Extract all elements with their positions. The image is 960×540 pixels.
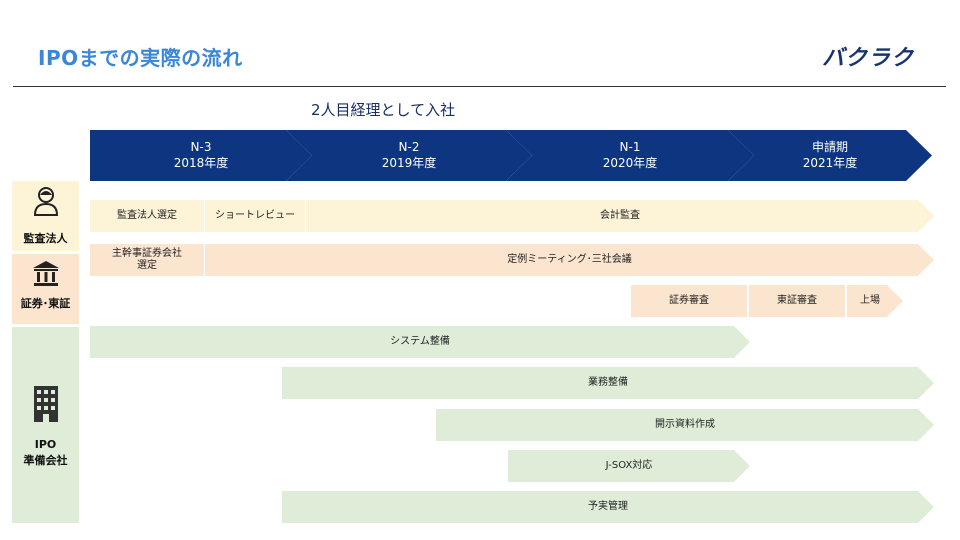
hire-note: 2人目経理として入社 (311, 101, 456, 119)
page-title: IPOまでの実際の流れ (38, 46, 243, 70)
bar-lead-underwriter-selection: 主幹事証券会社 選定 (90, 244, 204, 276)
phase-n3-label: N-3 (190, 140, 212, 154)
bar-jsox-label: J-SOX対応 (605, 460, 653, 471)
side-ipo: IPO 準備会社 (12, 327, 79, 523)
bar-jsox: J-SOX対応 (508, 450, 750, 482)
phase-n2-year: 2019年度 (381, 156, 437, 170)
bar-lead-underwriter-line1: 主幹事証券会社 (112, 248, 182, 259)
phase-n3: N-3 2018年度 (90, 130, 312, 181)
bar-tse-review: 東証審査 (749, 285, 845, 317)
bar-disclosure-docs-label: 開示資料作成 (655, 419, 715, 430)
side-ipo-label-2: 準備会社 (23, 454, 68, 467)
phase-n1-label: N-1 (619, 140, 641, 154)
phase-n2: N-2 2019年度 (286, 130, 532, 181)
bar-lead-underwriter-label: 主幹事証券会社 選定 (112, 248, 182, 272)
bar-budget-management-label: 予実管理 (588, 501, 628, 512)
side-securities-label: 証券･東証 (20, 297, 71, 310)
bar-listing-label: 上場 (860, 295, 880, 306)
phase-n3-year: 2018年度 (173, 156, 229, 170)
bar-accounting-audit-label: 会計監査 (600, 210, 640, 221)
phase-application: 申請期 2021年度 (728, 130, 932, 181)
bar-system-setup: システム整備 (90, 326, 750, 358)
side-ipo-label-1: IPO (34, 438, 57, 451)
bar-system-setup-label: システム整備 (390, 336, 450, 347)
side-audit: 監査法人 (12, 181, 79, 251)
bar-securities-review: 証券審査 (631, 285, 747, 317)
side-audit-label: 監査法人 (23, 232, 68, 245)
bank-icon (32, 261, 59, 286)
bar-listing: 上場 (847, 285, 903, 317)
phase-application-label: 申請期 (811, 140, 848, 154)
brand-logo: バクラク (822, 46, 915, 71)
phase-n2-label: N-2 (398, 140, 420, 154)
bar-disclosure-docs: 開示資料作成 (436, 409, 934, 441)
bar-short-review: ショートレビュー (205, 200, 305, 232)
bar-tse-review-label: 東証審査 (777, 295, 817, 306)
side-securities: 証券･東証 (12, 254, 79, 324)
building-icon (33, 386, 58, 422)
bar-audit-firm-selection: 監査法人選定 (90, 200, 204, 232)
bar-securities-review-label: 証券審査 (669, 295, 709, 306)
phase-n1: N-1 2020年度 (506, 130, 754, 181)
bar-audit-firm-selection-label: 監査法人選定 (117, 210, 177, 221)
person-icon (33, 187, 58, 216)
bar-budget-management: 予実管理 (282, 491, 934, 523)
bar-business-setup-label: 業務整備 (588, 377, 628, 388)
phase-application-year: 2021年度 (802, 156, 858, 170)
phase-n1-year: 2020年度 (602, 156, 658, 170)
bar-lead-underwriter-line2: 選定 (137, 260, 157, 271)
bar-business-setup: 業務整備 (282, 367, 934, 399)
bar-short-review-label: ショートレビュー (215, 210, 295, 221)
bar-regular-meetings-label: 定例ミーティング･三社会議 (507, 254, 632, 265)
bar-accounting-audit: 会計監査 (306, 200, 934, 232)
bar-regular-meetings: 定例ミーティング･三社会議 (205, 244, 934, 276)
header-divider (13, 86, 946, 87)
